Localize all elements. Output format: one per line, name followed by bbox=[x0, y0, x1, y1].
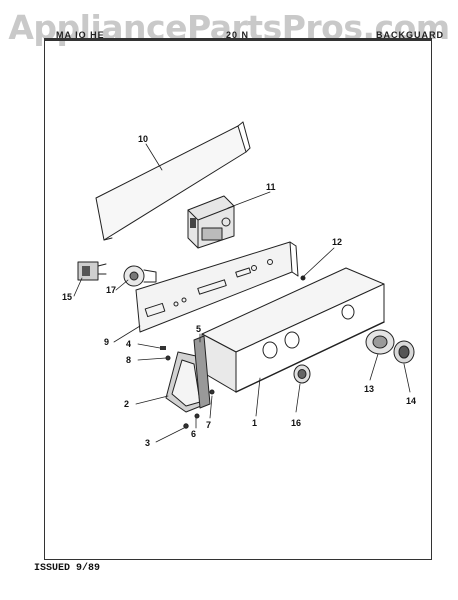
part-3-screw bbox=[183, 423, 189, 429]
issued-date: ISSUED 9/89 bbox=[34, 563, 101, 574]
callout-3: 3 bbox=[145, 438, 150, 448]
callout-1: 1 bbox=[252, 418, 257, 428]
callout-4: 4 bbox=[126, 339, 131, 349]
header-rule bbox=[44, 38, 432, 40]
part-11-timer bbox=[187, 195, 235, 249]
leader-lines bbox=[73, 143, 411, 443]
callout-2: 2 bbox=[124, 399, 129, 409]
callout-labels: 10 11 12 15 17 9 5 4 8 2 3 67 1 16 13 14 bbox=[62, 134, 416, 448]
part-4-clip bbox=[160, 346, 166, 350]
callout-12: 12 bbox=[332, 237, 342, 247]
part-8-screw bbox=[165, 355, 171, 361]
part-7-screw bbox=[209, 389, 215, 395]
header-section-title: BACKGUARD bbox=[376, 30, 444, 40]
part-12-screw bbox=[300, 275, 306, 281]
diagram-frame bbox=[44, 40, 432, 560]
callout-13: 13 bbox=[364, 384, 374, 394]
part-13-knob-skirt bbox=[365, 329, 395, 355]
part-9-control-panel bbox=[135, 241, 299, 333]
callout-7: 7 bbox=[206, 420, 211, 430]
part-6-screw bbox=[194, 413, 200, 419]
part-16-knob bbox=[293, 364, 311, 384]
callout-11: 11 bbox=[266, 182, 276, 192]
callout-10: 10 bbox=[138, 134, 148, 144]
part-17-knob-motor bbox=[123, 265, 157, 287]
callout-6: 6 bbox=[191, 429, 196, 439]
callout-16: 16 bbox=[291, 418, 301, 428]
header-number: 20 N bbox=[226, 30, 250, 40]
callout-5: 5 bbox=[196, 324, 201, 334]
callout-15: 15 bbox=[62, 292, 72, 302]
callout-14: 14 bbox=[406, 396, 416, 406]
part-10-rear-panel bbox=[95, 121, 251, 241]
part-15-switch bbox=[77, 261, 107, 281]
part-1-backguard-console bbox=[201, 267, 385, 393]
part-14-knob bbox=[393, 340, 415, 364]
callout-17: 17 bbox=[106, 285, 116, 295]
callout-8: 8 bbox=[126, 355, 131, 365]
callout-9: 9 bbox=[104, 337, 109, 347]
header-model: MA IO HE bbox=[56, 30, 105, 40]
part-5-trim-strip bbox=[193, 335, 211, 409]
